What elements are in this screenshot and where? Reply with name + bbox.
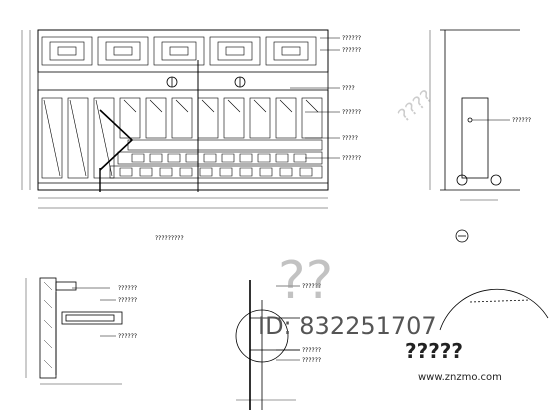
section-callout-2: ?????? [118,297,137,304]
elev-callout-4: ?????? [342,109,361,116]
legend-circle [455,229,469,243]
elevation-title: ????????? [155,235,184,242]
watermark-brand: ????? [405,339,463,363]
elev-callout-1: ?????? [342,35,361,42]
elev-callout-5: ????? [342,135,358,142]
detail-callout-2: ?????? [302,347,321,354]
detail-callout-3: ?????? [302,357,321,364]
elev-callout-3: ???? [342,85,355,92]
detail-circle [439,288,549,331]
watermark-big-text: ?? [278,251,333,311]
detail-callout-1: ?????? [302,283,321,290]
section-callout-3: ?????? [118,333,137,340]
watermark-corner: ???? [394,86,437,127]
side-callout: ?????? [512,117,531,124]
elev-callout-6: ?????? [342,155,361,162]
vertical-panels [41,97,323,179]
watermark-url: www.znzmo.com [418,372,502,383]
section-callout-1: ?????? [118,285,137,292]
detail-view [235,280,300,410]
main-elevation [21,29,340,209]
side-view [429,29,520,201]
elev-callout-2: ?????? [342,47,361,54]
watermark-id: ID: 832251707 [258,312,437,340]
lattice-row [41,36,317,66]
section-view [25,277,123,385]
